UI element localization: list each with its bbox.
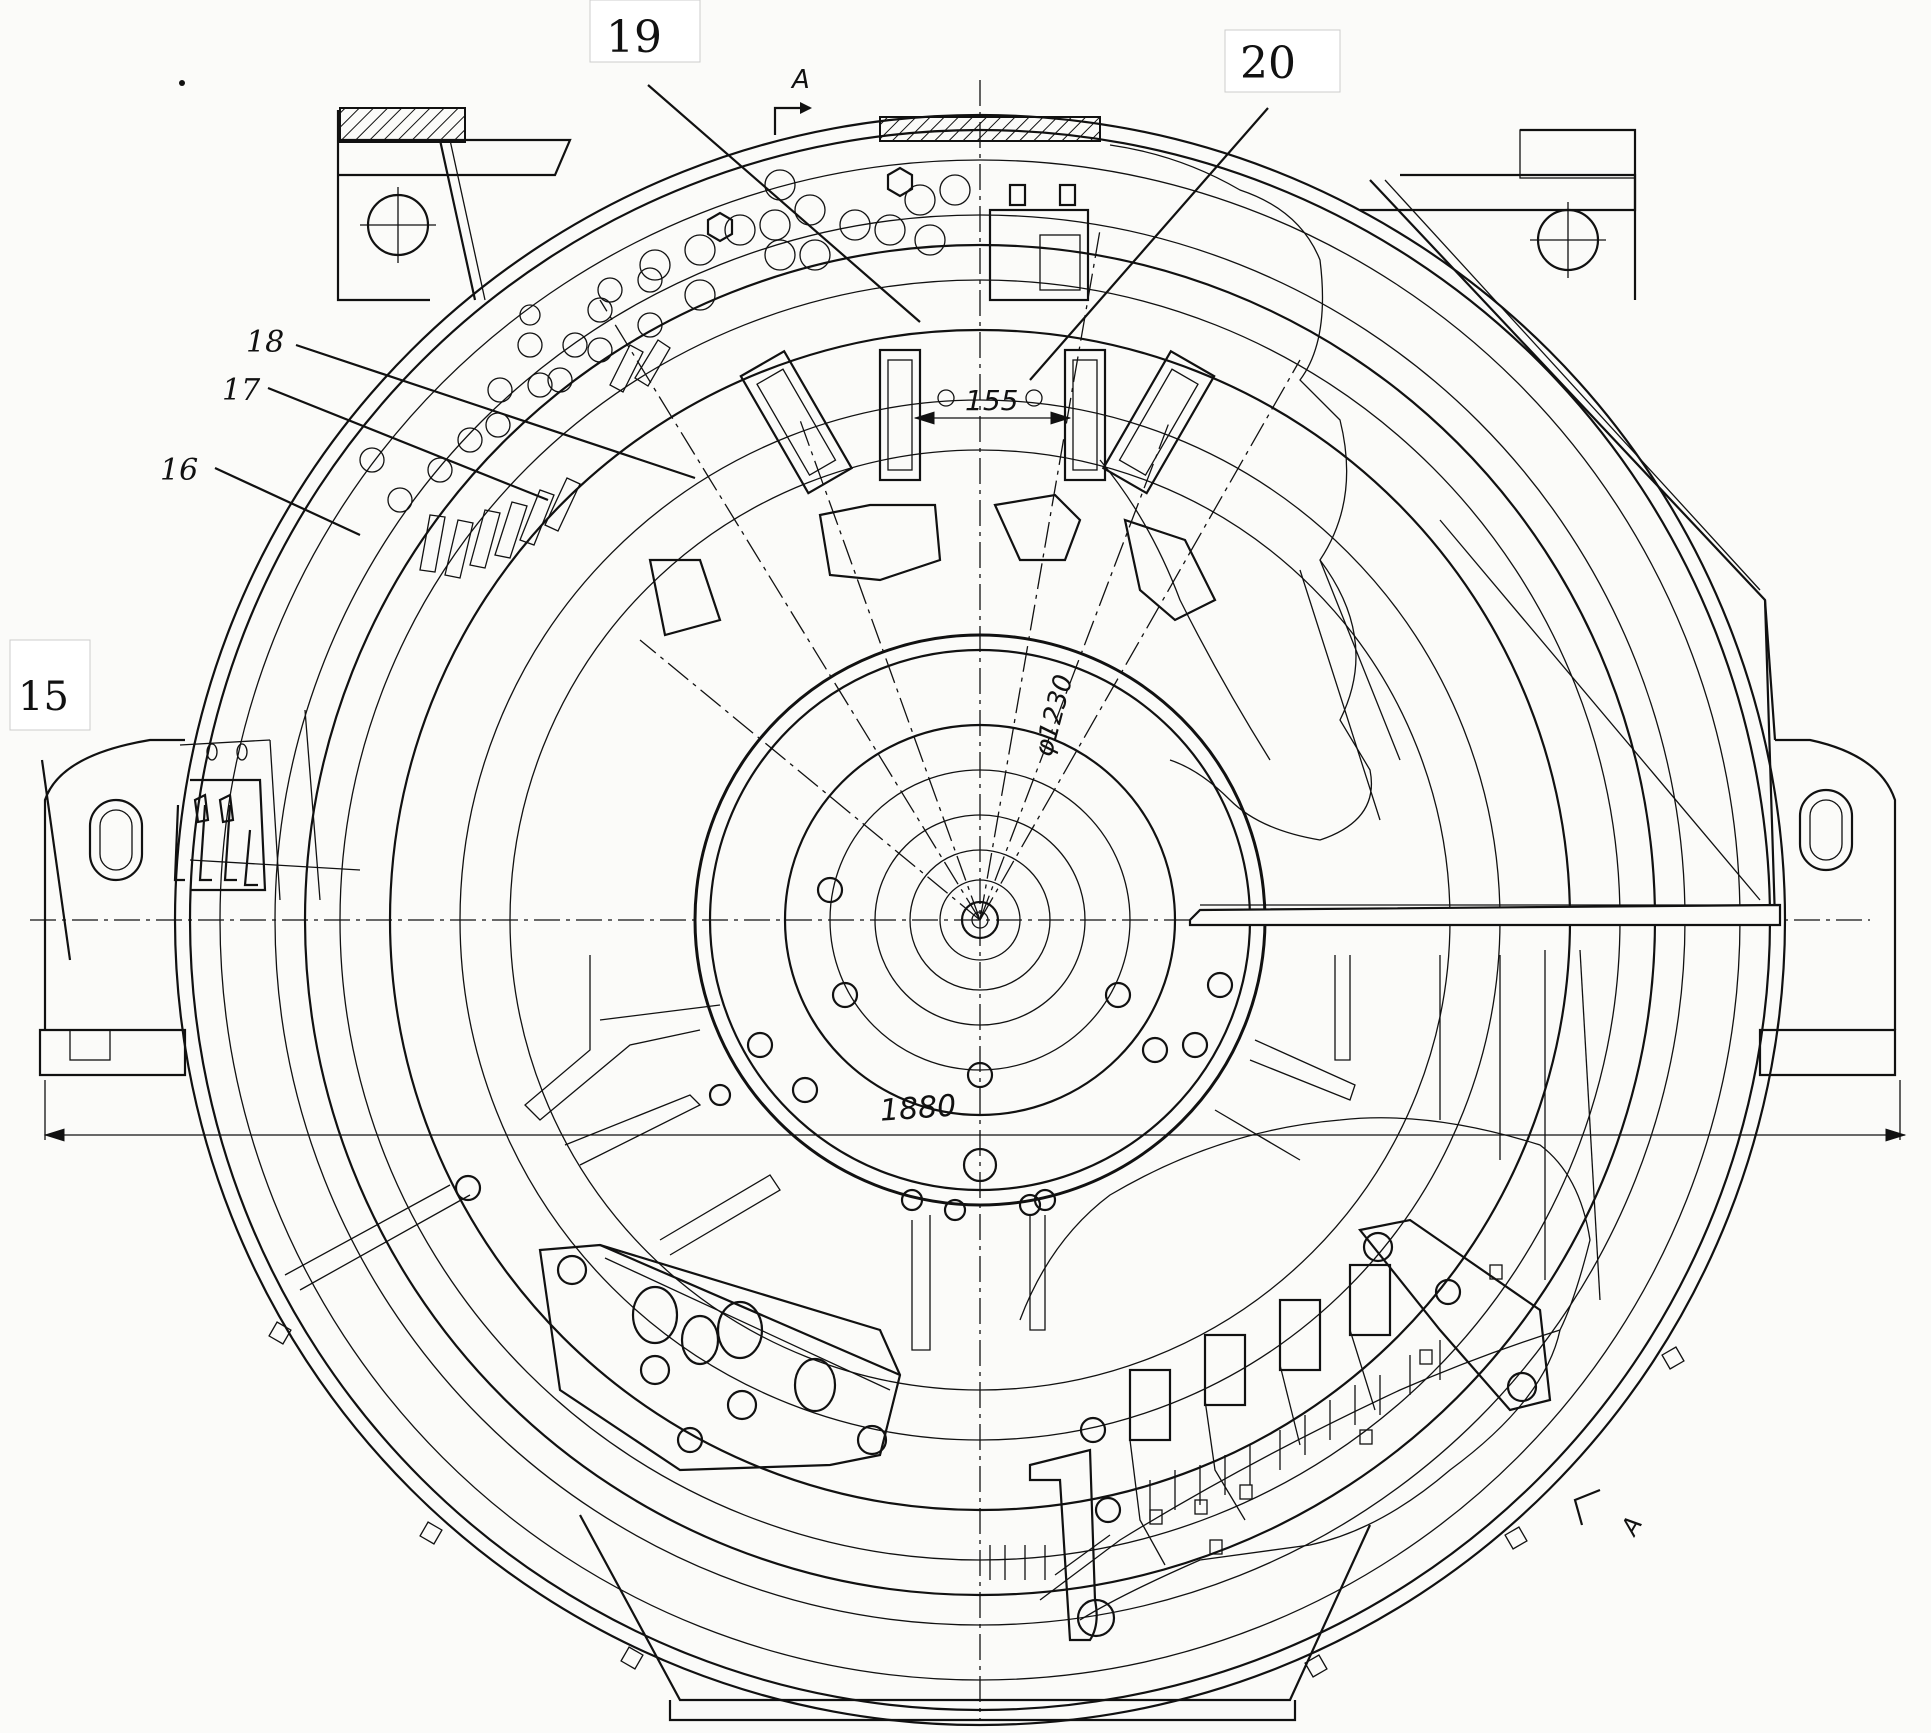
centerlines [30, 80, 1870, 1720]
section-mark-bottom: A [1573, 1488, 1648, 1542]
callout-15: 15 [9, 639, 91, 961]
label-16: 16 [160, 453, 198, 488]
rotor-spider-arms [524, 949, 1601, 1351]
callout-19: 19 [589, 0, 921, 323]
dimension-1880-label: 1880 [879, 1089, 958, 1129]
stator-slots [419, 339, 671, 579]
pole-cores [648, 493, 1217, 637]
callout-17: 17 [222, 373, 549, 502]
dimension-1230-label: φ1230 [1029, 672, 1080, 760]
hub-bolts [708, 876, 1234, 1222]
section-mark-top: A [773, 65, 812, 135]
dimension-155-label: 155 [965, 384, 1018, 417]
label-19: 19 [606, 12, 662, 63]
pole-windings [739, 348, 1216, 495]
callout-20: 20 [1029, 29, 1341, 381]
vent-holes [359, 169, 971, 513]
label-17: 17 [222, 373, 261, 408]
dimension-1230: φ1230 [1029, 672, 1080, 760]
section-mark-top-label: A [790, 65, 810, 95]
label-20: 20 [1240, 38, 1296, 89]
brush-holder [988, 183, 1090, 302]
label-18: 18 [246, 325, 284, 360]
dimension-155: 155 [913, 384, 1072, 425]
callout-16: 16 [160, 453, 361, 536]
upper-cutaway [173, 144, 1782, 927]
callout-18: 18 [246, 325, 696, 480]
label-15: 15 [18, 674, 69, 720]
dimension-1880: 1880 [43, 1080, 1907, 1142]
section-mark-bottom-label: A [1615, 1512, 1648, 1542]
lower-left-terminal-board [284, 1174, 902, 1472]
lower-right-brush-gear [989, 1117, 1591, 1642]
stray-dot [179, 80, 185, 86]
